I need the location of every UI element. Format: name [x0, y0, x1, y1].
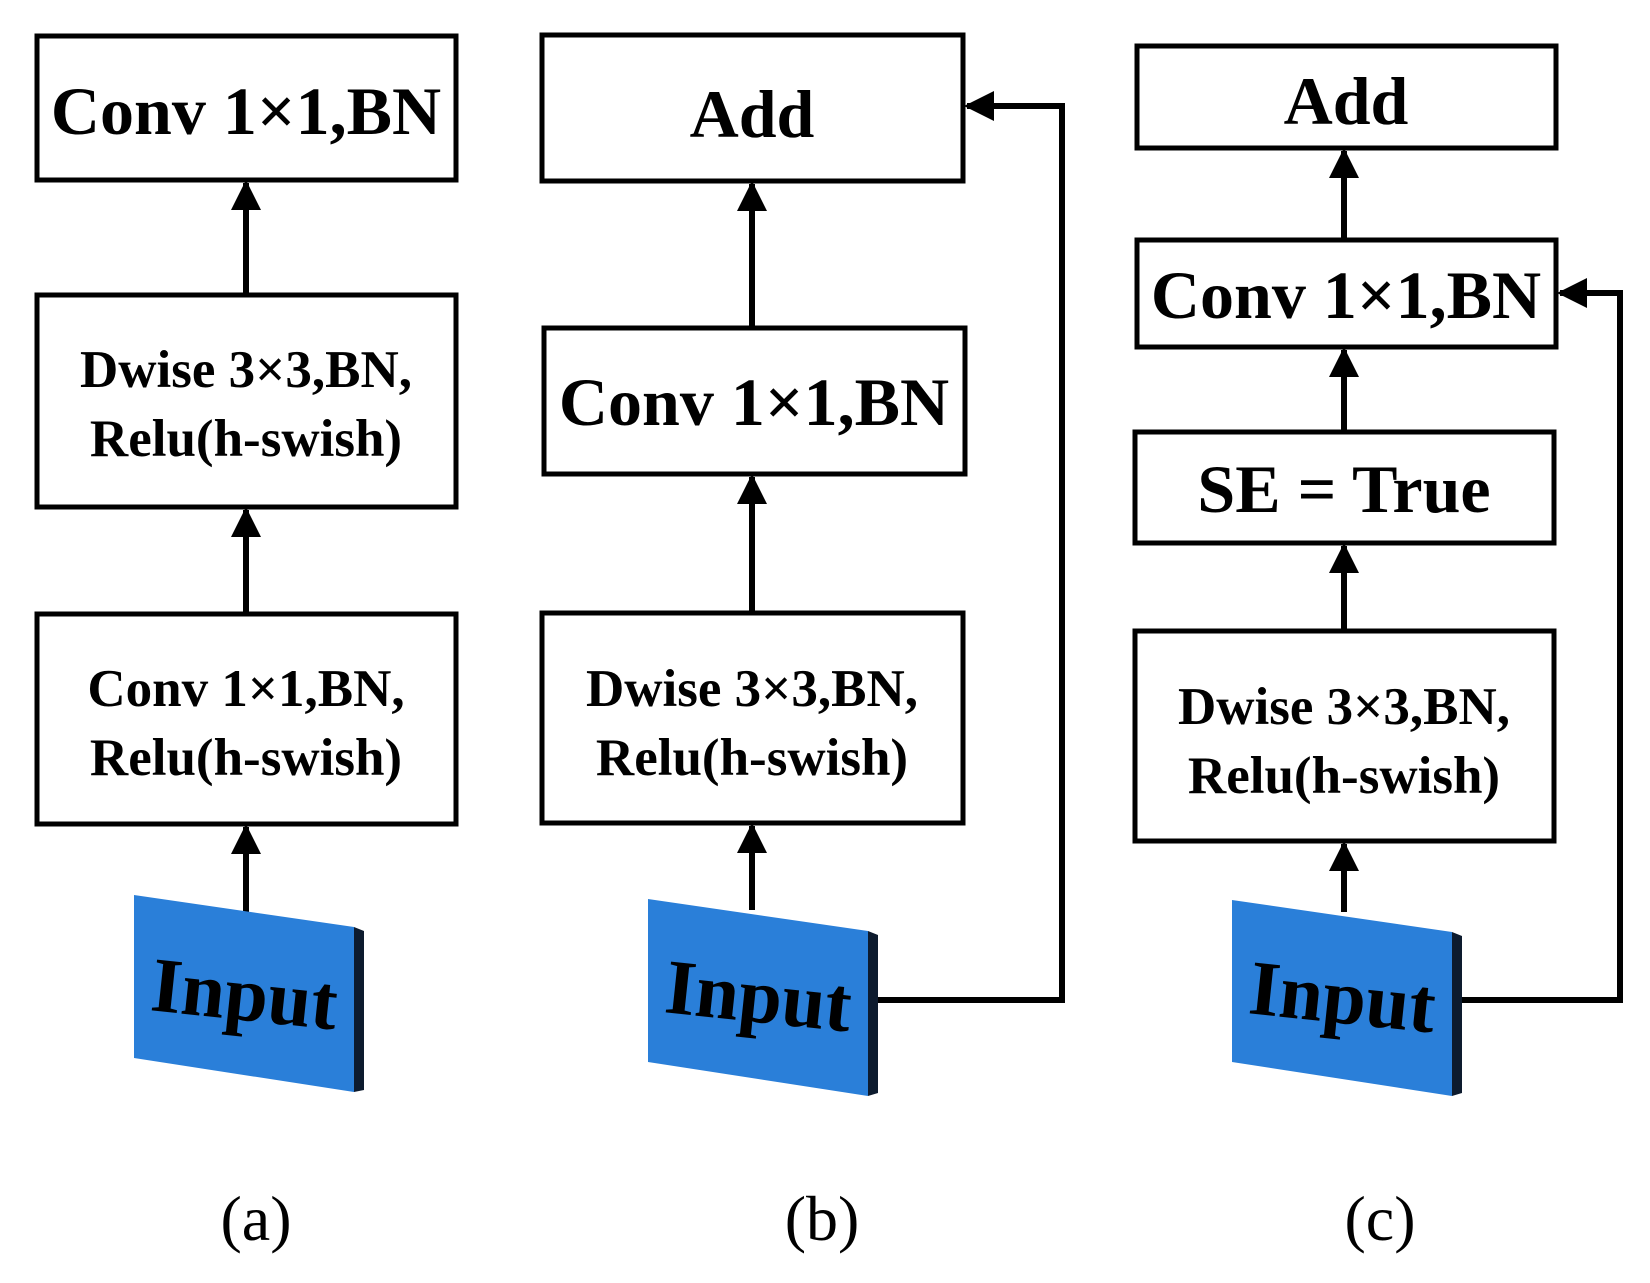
panel-b-input-label: Input [661, 943, 856, 1049]
panel-b-caption: (b) [785, 1183, 860, 1254]
panel-c-dwise-label-line1: Dwise 3×3,BN, [1178, 678, 1510, 736]
panel-a: Conv 1×1,BN Dwise 3×3,BN, Relu(h-swish) … [34, 33, 459, 1254]
panel-b-conv-bn-box [541, 325, 968, 477]
panel-b-add-box [539, 32, 966, 184]
panel-a-conv-bn-box [34, 33, 459, 183]
panel-a-conv-bn-label: Conv 1×1,BN [51, 73, 441, 149]
panel-b-dwise-label-line1: Dwise 3×3,BN, [586, 660, 918, 718]
panel-c-input-block: Input [1232, 900, 1462, 1096]
panel-c-add-box [1134, 43, 1559, 151]
panel-c-se-label: SE = True [1197, 451, 1490, 527]
panel-c-input-label: Input [1245, 944, 1440, 1050]
panel-a-dwise-label-line1: Dwise 3×3,BN, [80, 341, 412, 399]
panel-a-conv-relu-box [34, 611, 459, 827]
panel-c-skip-connection [1460, 278, 1623, 1003]
panel-c-dwise-box [1132, 628, 1557, 844]
panel-a-input-block: Input [134, 895, 364, 1092]
panel-b-add-label: Add [690, 76, 815, 152]
panel-b-conv-bn-label: Conv 1×1,BN [559, 364, 949, 440]
panel-c-conv-bn-label: Conv 1×1,BN [1151, 257, 1541, 333]
panel-c: Add Conv 1×1,BN SE = True Dwise 3×3,BN, … [1132, 43, 1623, 1254]
panel-c-dwise-label-line2: Relu(h-swish) [1188, 747, 1500, 805]
panel-a-dwise-box [34, 292, 459, 510]
panel-c-add-label: Add [1284, 63, 1409, 139]
panel-b-dwise-label-line2: Relu(h-swish) [596, 729, 908, 787]
panel-c-se-box [1132, 429, 1557, 546]
panel-c-conv-bn-box [1134, 237, 1559, 350]
panel-b-dwise-box [539, 610, 966, 826]
panel-b: Add Conv 1×1,BN Dwise 3×3,BN, Relu(h-swi… [539, 32, 1065, 1254]
panel-b-skip-connection [878, 91, 1065, 1003]
panel-b-input-block: Input [648, 899, 878, 1096]
panel-a-conv-relu-label-line1: Conv 1×1,BN, [87, 660, 404, 718]
panel-c-caption: (c) [1344, 1183, 1415, 1254]
panel-a-input-label: Input [147, 941, 342, 1047]
panel-a-conv-relu-label-line2: Relu(h-swish) [90, 729, 402, 787]
panel-a-dwise-label-line2: Relu(h-swish) [90, 410, 402, 468]
panel-a-caption: (a) [220, 1183, 291, 1254]
